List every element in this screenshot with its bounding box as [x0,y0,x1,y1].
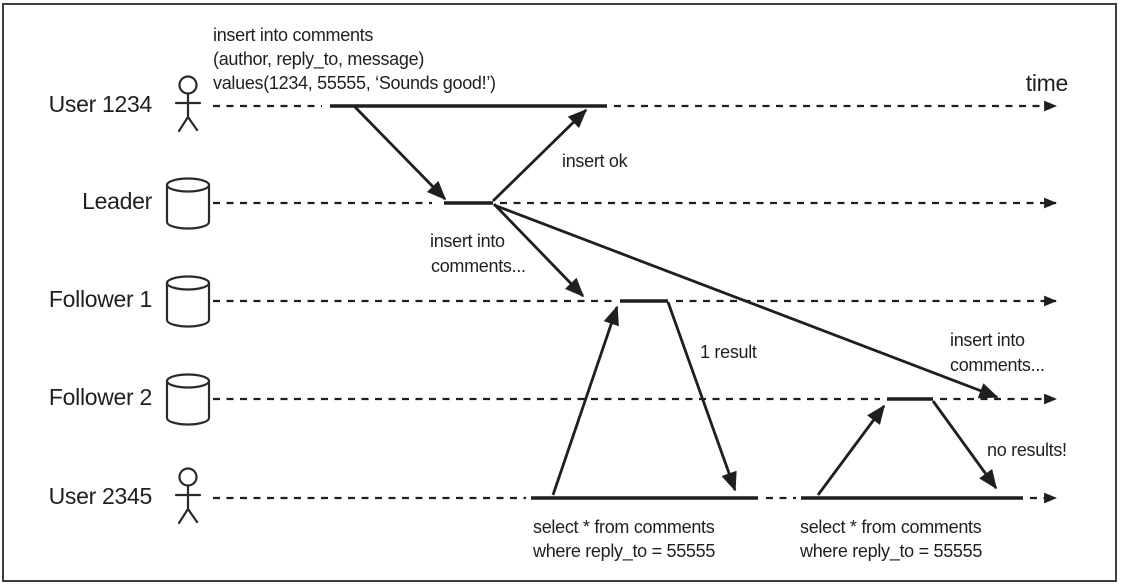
time-axis-label: time [1026,70,1068,96]
actor-label-user-2345: User 2345 [49,483,152,509]
select-query-1-annotation: select * from comments where reply_to = … [532,517,716,562]
select2-request-arrow-user2345-to-follower2 [816,404,886,496]
actor-label-follower-1: Follower 1 [49,286,152,312]
svg-text:(author, reply_to, message): (author, reply_to, message) [213,49,424,70]
no-results-annotation: no results! [987,440,1067,460]
svg-text:insert into comments: insert into comments [213,25,373,45]
svg-text:values(1234, 55555, ‘Sounds go: values(1234, 55555, ‘Sounds good!’) [213,73,496,93]
svg-text:select * from comments: select * from comments [800,517,982,537]
insert-query-annotation: insert into comments (author, reply_to, … [213,25,496,93]
insert-ok-arrow-leader-to-user1234 [492,108,588,203]
svg-text:insert into: insert into [950,330,1025,350]
select2-response-arrow-follower2-to-user2345 [931,400,998,490]
svg-text:select * from comments: select * from comments [533,517,715,537]
insert-arrow-user1234-to-leader [353,106,447,201]
database-icon [165,373,211,426]
replicate-arrow-leader-to-follower2 [493,203,999,399]
svg-text:where reply_to = 55555: where reply_to = 55555 [799,541,982,562]
svg-text:where reply_to = 55555: where reply_to = 55555 [532,541,715,562]
one-result-annotation: 1 result [700,342,757,362]
person-icon [174,467,202,525]
select-query-2-annotation: select * from comments where reply_to = … [799,517,983,562]
select1-response-arrow-follower1-to-user2345 [666,301,737,492]
database-icon [165,275,211,328]
svg-text:comments...: comments... [950,355,1045,375]
actor-label-follower-2: Follower 2 [49,384,152,410]
insert-ok-annotation: insert ok [562,151,629,171]
actor-label-leader: Leader [82,188,152,214]
database-icon [165,177,211,230]
replicate-arrow-leader-to-follower1 [492,203,585,298]
person-icon [174,75,202,133]
svg-text:insert into: insert into [430,231,505,251]
svg-text:comments...: comments... [431,256,526,276]
diagram-frame-border [2,3,1117,582]
replicate-follower2-annotation: insert into comments... [950,330,1045,375]
actor-label-user-1234: User 1234 [49,91,153,117]
replicate-follower1-annotation: insert into comments... [430,231,526,276]
select1-request-arrow-user2345-to-follower1 [551,305,619,496]
